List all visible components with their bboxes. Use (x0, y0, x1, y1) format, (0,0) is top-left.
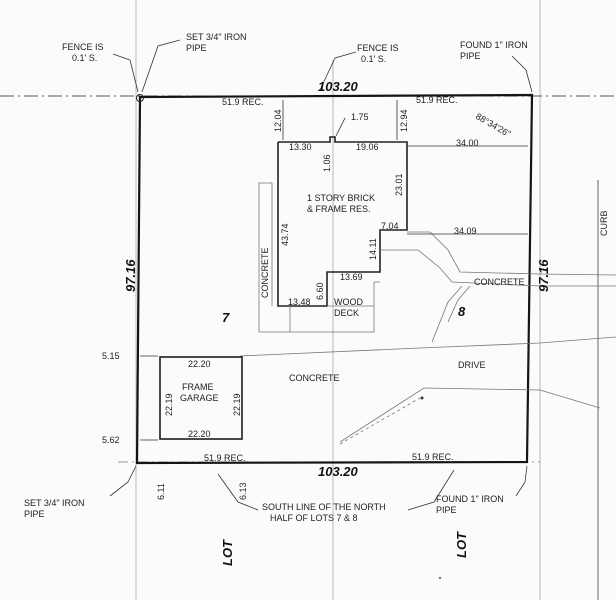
leader-pipe-ne (511, 55, 533, 93)
drive-line-b (447, 285, 471, 323)
garage-outline (159, 356, 243, 440)
dim-43-74: 43.74 (280, 223, 290, 246)
drive-edge-south (339, 387, 601, 443)
dim-1-06: 1.06 (322, 154, 332, 172)
wood-deck-label-line2: DECK (334, 308, 359, 318)
dim-12-04: 12.04 (273, 109, 283, 132)
garage-dim-bottom: 22.20 (188, 429, 211, 439)
note-pipe-sw-line1: SET 3/4" IRON (24, 498, 85, 508)
garage-dim-top: 22.20 (188, 359, 211, 369)
note-pipe-se-line2: PIPE (436, 505, 457, 515)
boundary-north-rec-left: 51.9 REC. (222, 97, 264, 107)
lot-label-left: LOT (220, 539, 235, 566)
leader-south-line-right (407, 469, 455, 511)
leader-pipe-nw (141, 39, 181, 93)
garage-label-line2: GARAGE (180, 393, 219, 403)
drive-line-a (431, 285, 463, 343)
house-label-line1: 1 STORY BRICK (307, 193, 375, 203)
dim-6-11: 6.11 (156, 483, 166, 500)
leader-pipe-sw (109, 465, 137, 497)
note-south-line-line1: SOUTH LINE OF THE NORTH (262, 502, 386, 512)
drive-label: DRIVE (458, 360, 486, 370)
property-boundary (135, 93, 534, 465)
boundary-north-length: 103.20 (318, 79, 359, 94)
leader-fence-n (319, 51, 357, 91)
lot7-number: 7 (222, 310, 230, 325)
note-pipe-se-line1: FOUND 1" IRON (436, 494, 504, 504)
note-pipe-nw-line1: SET 3/4" IRON (186, 32, 247, 42)
dim-12-94: 12.94 (399, 109, 409, 132)
concrete-main-label: CONCRETE (289, 373, 340, 383)
note-fence-n-line2: 0.1' S. (361, 54, 386, 64)
walk-line-lower (380, 249, 616, 287)
walk-line-upper (407, 231, 616, 276)
sidewalk-line (339, 397, 421, 445)
iron-pipe-nw (136, 94, 144, 102)
note-fence-n-line1: FENCE IS (357, 43, 399, 53)
note-pipe-ne-line2: PIPE (460, 51, 481, 61)
dim-6-13: 6.13 (238, 482, 248, 500)
dim-5-62: 5.62 (102, 435, 120, 445)
leader-south-line-left (217, 473, 259, 511)
dim-23-01: 23.01 (394, 173, 404, 196)
concrete-west-outline (258, 182, 290, 333)
garage-dim-right: 22.19 (232, 393, 242, 416)
note-curb: CURB (599, 210, 609, 236)
survey-mark-2 (438, 576, 442, 580)
concrete-walk-label: CONCRETE (474, 277, 525, 287)
note-fence-nw-line1: FENCE IS (62, 42, 104, 52)
dim-34-09: 34.09 (454, 226, 477, 236)
drive-edge-north (239, 336, 616, 357)
dim-34-00: 34.00 (456, 138, 479, 148)
note-pipe-sw-line2: PIPE (24, 509, 45, 519)
note-pipe-nw-line2: PIPE (186, 43, 207, 53)
boundary-south-length: 103.20 (318, 464, 359, 479)
boundary-west-length: 97.16 (123, 259, 138, 292)
boundary-south-rec-right: 51.9 REC. (412, 452, 454, 462)
boundary-north-rec-right: 51.9 REC. (416, 95, 458, 105)
dim-13-48: 13.48 (288, 297, 311, 307)
dim-7-04: 7.04 (381, 221, 399, 231)
concrete-west-label: CONCRETE (260, 247, 270, 298)
wood-deck-outline (289, 281, 380, 333)
lot8-number: 8 (458, 304, 466, 319)
dim-1-75: 1.75 (351, 112, 369, 122)
boundary-east-length: 97.16 (536, 259, 551, 292)
wood-deck-label-line1: WOOD (334, 297, 363, 307)
boundary-bearing: 88°34'26" (474, 111, 512, 139)
leader-fence-nw (112, 53, 139, 93)
lot-label-right: LOT (454, 531, 469, 558)
garage-dim-left: 22.19 (164, 393, 174, 416)
dim-13-30: 13.30 (289, 142, 312, 152)
note-south-line-line2: HALF OF LOTS 7 & 8 (270, 513, 358, 523)
dim-14-11: 14.11 (368, 238, 378, 260)
dim-6-60: 6.60 (315, 282, 325, 300)
house-label-line2: & FRAME RES. (307, 204, 371, 214)
dim-line-1-75 (335, 117, 346, 137)
note-fence-nw-line2: 0.1' S. (72, 53, 97, 63)
dim-19-06: 19.06 (356, 142, 379, 152)
garage-label-line1: FRAME (182, 382, 214, 392)
note-pipe-ne-line1: FOUND 1" IRON (460, 40, 528, 50)
survey-mark (420, 396, 424, 400)
dim-13-69: 13.69 (340, 272, 363, 282)
boundary-south-rec-left: 51.9 REC. (204, 453, 246, 463)
dim-5-15: 5.15 (102, 351, 120, 361)
leader-pipe-se (515, 465, 528, 497)
